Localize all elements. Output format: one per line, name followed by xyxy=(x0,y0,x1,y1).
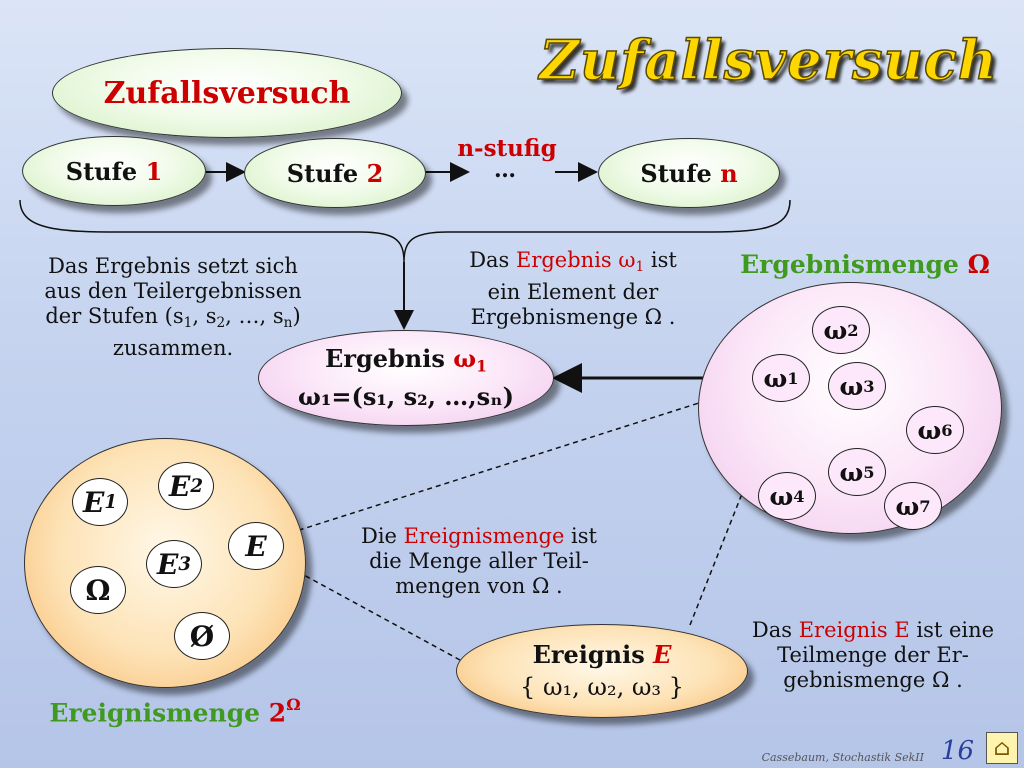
zufallsversuch-oval: Zufallsversuch xyxy=(52,48,402,138)
right-line-1: Das Ereignis E ist eine xyxy=(751,618,995,642)
ergebnis-tuple: ω₁=(s₁, s₂, …,sₙ) xyxy=(298,381,514,411)
left-line-4: zusammen. xyxy=(112,336,234,361)
middle-line-3: mengen von Ω . xyxy=(395,574,563,598)
stufe-1-prefix: Stufe xyxy=(65,156,138,186)
arrow-ereignis-to-omega xyxy=(689,418,772,626)
center-line-1: Das Ergebnis ω1 ist xyxy=(469,248,677,276)
arrow-e-to-subset xyxy=(289,388,746,534)
ergebnis-oval: Ergebnis ω1 ω₁=(s₁, s₂, …,sₙ) xyxy=(258,330,554,426)
slide-title: Zufallsversuch xyxy=(539,27,998,93)
center-explanation: Das Ergebnis ω1 ist ein Element der Erge… xyxy=(438,248,708,330)
zufallsversuch-label: Zufallsversuch xyxy=(103,75,351,111)
ergebnis-label: Ergebnis xyxy=(325,344,454,374)
ereignis-oval: Ereignis E { ω₁, ω₂, ω₃ } xyxy=(456,624,748,718)
left-line-1: Das Ergebnis setzt sich xyxy=(48,254,298,278)
stages-dots: … xyxy=(494,157,516,183)
right-line-2: Teilmenge der Er- xyxy=(777,643,969,667)
event-omega: Ω xyxy=(70,566,126,614)
center-line-3: Ergebnismenge Ω . xyxy=(470,305,676,330)
stufe-2-number: 2 xyxy=(366,158,384,188)
footer-author: Cassebaum, Stochastik SekII xyxy=(761,751,924,764)
left-explanation: Das Ergebnis setzt sich aus den Teilerge… xyxy=(8,254,338,361)
ereignis-label: Ereignis xyxy=(532,640,654,669)
brace xyxy=(19,199,791,263)
right-explanation: Das Ereignis E ist eine Teilmenge der Er… xyxy=(730,618,1016,693)
stufe-n-letter: n xyxy=(720,158,738,188)
right-line-3: gebnismenge Ω . xyxy=(783,668,963,692)
stufe-n-prefix: Stufe xyxy=(640,158,712,188)
arrow-ereignis-to-e xyxy=(280,562,461,661)
middle-line-1: Die Ereignismenge ist xyxy=(361,524,597,548)
ereignismenge-label: Ereignismenge 2Ω xyxy=(49,695,301,728)
stufe-2-pill: Stufe 2 xyxy=(244,138,426,208)
middle-line-2: die Menge aller Teil- xyxy=(369,549,589,573)
event-e: E xyxy=(228,522,284,570)
left-line-2: aus den Teilergebnissen xyxy=(44,279,302,303)
center-line-2: ein Element der xyxy=(487,280,659,305)
n-stufig-label: n-stufig xyxy=(457,135,557,162)
ereignis-set: { ω₁, ω₂, ω₃ } xyxy=(520,673,684,701)
stufe-n-pill: Stufe n xyxy=(598,138,780,208)
house-icon[interactable]: ⌂ xyxy=(986,732,1018,764)
middle-explanation: Die Ereignismenge ist die Menge aller Te… xyxy=(332,524,626,599)
ergebnismenge-label: Ergebnismenge Ω xyxy=(740,250,990,279)
stufe-1-number: 1 xyxy=(145,156,163,186)
event-empty: Ø xyxy=(174,612,230,660)
stufe-1-pill: Stufe 1 xyxy=(22,136,206,206)
page-number: 16 xyxy=(940,736,974,766)
left-line-3: der Stufen (s1, s2, …, sn) xyxy=(45,304,301,332)
stufe-2-prefix: Stufe xyxy=(286,158,359,188)
